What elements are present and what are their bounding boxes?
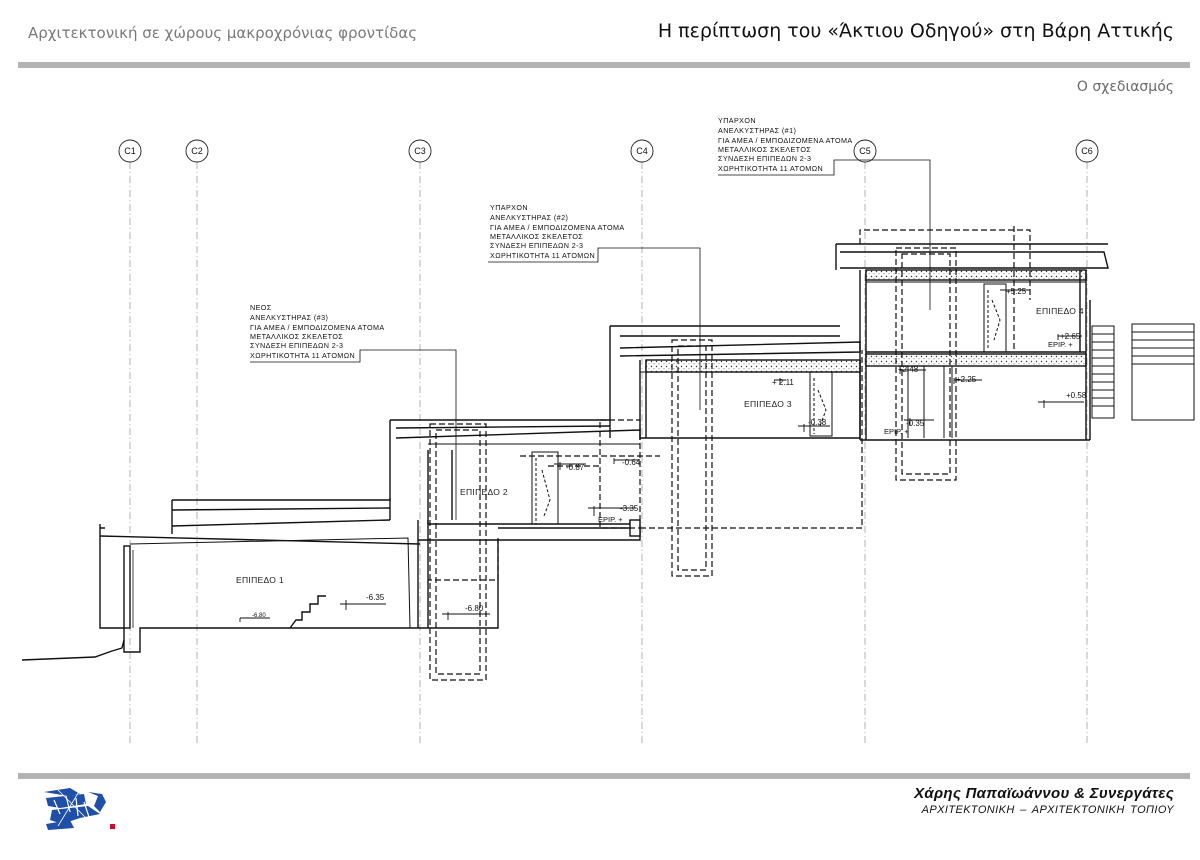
elevation-7: + 2.11 <box>772 378 794 387</box>
leader-elevator2 <box>488 247 701 410</box>
elevation-12: +0.58 <box>1066 391 1087 400</box>
elevation-13: +5.25 <box>1006 287 1027 296</box>
firm-name: Χάρης Παπαϊωάννου & Συνεργάτες <box>914 785 1174 802</box>
note-elevator1-line1: ΥΠΑΡΧΟΝ <box>718 116 756 125</box>
axis-bubbles <box>118 139 1099 163</box>
elevator-shaft-1 <box>895 247 957 481</box>
firm-subtitle: ΑΡΧΙΤΕΚΤΟΝΙΚΗ – ΑΡΧΙΤΕΚΤΟΝΙΚΗ ΤΟΠΙΟΥ <box>921 804 1174 816</box>
axis-label-c5: C5 <box>859 146 871 156</box>
axis-bubble-c1 <box>118 139 142 163</box>
elevation-1: -6.35 <box>366 593 385 602</box>
grid-axes <box>129 162 1088 745</box>
epip-label-2: EPIP. + <box>884 427 909 436</box>
elevation-11: +2.25 <box>956 375 977 384</box>
leader-elevator3 <box>250 349 457 520</box>
note-elevator1-line5: ΣΥΝΔΕΣΗ ΕΠΙΠΕΔΩΝ 2-3 <box>718 154 811 163</box>
level-label-1: ΕΠΙΠΕΔΟ 1 <box>236 575 284 585</box>
epip-label-1: EPIP. + <box>598 515 623 524</box>
axis-label-c2: C2 <box>191 146 203 156</box>
elevation-5: -0.87 <box>566 463 585 472</box>
right-deck <box>1131 323 1195 421</box>
header-divider <box>18 62 1190 68</box>
firm-signature: Χάρης Παπαϊωάννου & Συνεργάτες ΑΡΧΙΤΕΚΤΟ… <box>914 785 1174 816</box>
note-elevator3-line2: ΑΝΕΛΚΥΣΤΗΡΑΣ (#3) <box>250 313 328 322</box>
axis-label-c6: C6 <box>1081 146 1093 156</box>
door-level4 <box>983 283 1007 353</box>
elevation-3: -6.80 <box>465 604 484 613</box>
level1-roof <box>171 498 391 534</box>
axis-bubble-c4 <box>630 139 654 163</box>
elevator-shaft-2 <box>671 339 713 577</box>
elevation-6: -0.64 <box>622 458 641 467</box>
footer-divider <box>18 773 1190 779</box>
annotation-leaders <box>250 159 931 520</box>
epip-label-3: EPIP. + <box>1048 340 1073 349</box>
elevation-2: -6.80 <box>252 613 266 619</box>
note-elevator1-line6: ΧΩΡΗΤΙΚΟΤΗΤΑ 11 ΑΤΟΜΩΝ <box>718 164 823 173</box>
note-elevator3-line5: ΣΥΝΔΕΣΗ ΕΠΙΠΕΔΩΝ 2-3 <box>250 341 343 350</box>
axis-bubble-c6 <box>1075 139 1099 163</box>
level4-outline <box>835 243 1109 270</box>
note-elevator2-line6: ΧΩΡΗΤΙΚΟΤΗΤΑ 11 ΑΤΟΜΩΝ <box>490 251 595 260</box>
header-case-title: Η περίπτωση του «Άκτιου Οδηγού» στη Βάρη… <box>657 20 1174 42</box>
axis-bubble-c3 <box>408 139 432 163</box>
door-level3 <box>809 371 833 437</box>
axis-label-c3: C3 <box>414 146 426 156</box>
section-subtitle: Ο σχεδιασμός <box>1076 79 1174 95</box>
axis-bubble-c2 <box>185 139 209 163</box>
note-elevator2-line3: ΓΙΑ ΑΜΕΑ / ΕΜΠΟΔΙΖΟΜΕΝΑ ΑΤΟΜΑ <box>490 223 625 232</box>
level-label-4: ΕΠΙΠΕΔΟ 4 <box>1036 306 1084 316</box>
header-project-title: Αρχιτεκτονική σε χώρους μακροχρόνιας φρο… <box>28 24 418 42</box>
note-elevator2-line4: ΜΕΤΑΛΛΙΚΟΣ ΣΚΕΛΕΤΟΣ <box>490 232 583 241</box>
note-elevator3-line6: ΧΩΡΗΤΙΚΟΤΗΤΑ 11 ΑΤΟΜΩΝ <box>250 351 355 360</box>
level3-outline <box>609 325 861 438</box>
elevation-10: +2.48 <box>898 365 919 374</box>
note-elevator3-line3: ΓΙΑ ΑΜΕΑ / ΕΜΠΟΔΙΖΟΜΕΝΑ ΑΤΟΜΑ <box>250 323 385 332</box>
note-elevator2-line5: ΣΥΝΔΕΣΗ ΕΠΙΠΕΔΩΝ 2-3 <box>490 241 583 250</box>
right-stair <box>1091 325 1115 419</box>
level-label-3: ΕΠΙΠΕΔΟ 3 <box>744 399 792 409</box>
elevator-shafts <box>428 226 1031 681</box>
axis-bubble-c5 <box>853 139 877 163</box>
note-elevator3-line4: ΜΕΤΑΛΛΙΚΟΣ ΣΚΕΛΕΤΟΣ <box>250 332 343 341</box>
elevation-8: -0.38 <box>808 418 827 427</box>
level2-outline <box>389 419 641 520</box>
leader-elevator1 <box>718 159 931 310</box>
note-elevator3-line1: ΝΕΟΣ <box>250 303 272 312</box>
door-level2 <box>531 451 559 525</box>
note-elevator1-line2: ΑΝΕΛΚΥΣΤΗΡΑΣ (#1) <box>718 126 796 135</box>
elevation-14: +2.65 <box>1060 332 1081 341</box>
axis-label-c1: C1 <box>124 146 136 156</box>
level1-outline <box>99 524 418 653</box>
note-elevator1-line3: ΓΙΑ ΑΜΕΑ / ΕΜΠΟΔΙΖΟΜΕΝΑ ΑΤΟΜΑ <box>718 136 853 145</box>
elevation-markers <box>239 288 1084 622</box>
elevator-shaft-3 <box>429 423 487 681</box>
axis-label-c4: C4 <box>636 146 648 156</box>
elevation-4: -3.35 <box>620 504 639 513</box>
note-elevator1-line4: ΜΕΤΑΛΛΙΚΟΣ ΣΚΕΛΕΤΟΣ <box>718 145 811 154</box>
note-elevator2-line1: ΥΠΑΡΧΟΝ <box>490 203 528 212</box>
ground-line <box>21 639 125 661</box>
note-elevator2-line2: ΑΝΕΛΚΥΣΤΗΡΑΣ (#2) <box>490 213 568 222</box>
level-label-2: ΕΠΙΠΕΔΟ 2 <box>460 487 508 497</box>
firm-logo <box>44 788 115 830</box>
elevation-9: -0.35 <box>906 419 925 428</box>
